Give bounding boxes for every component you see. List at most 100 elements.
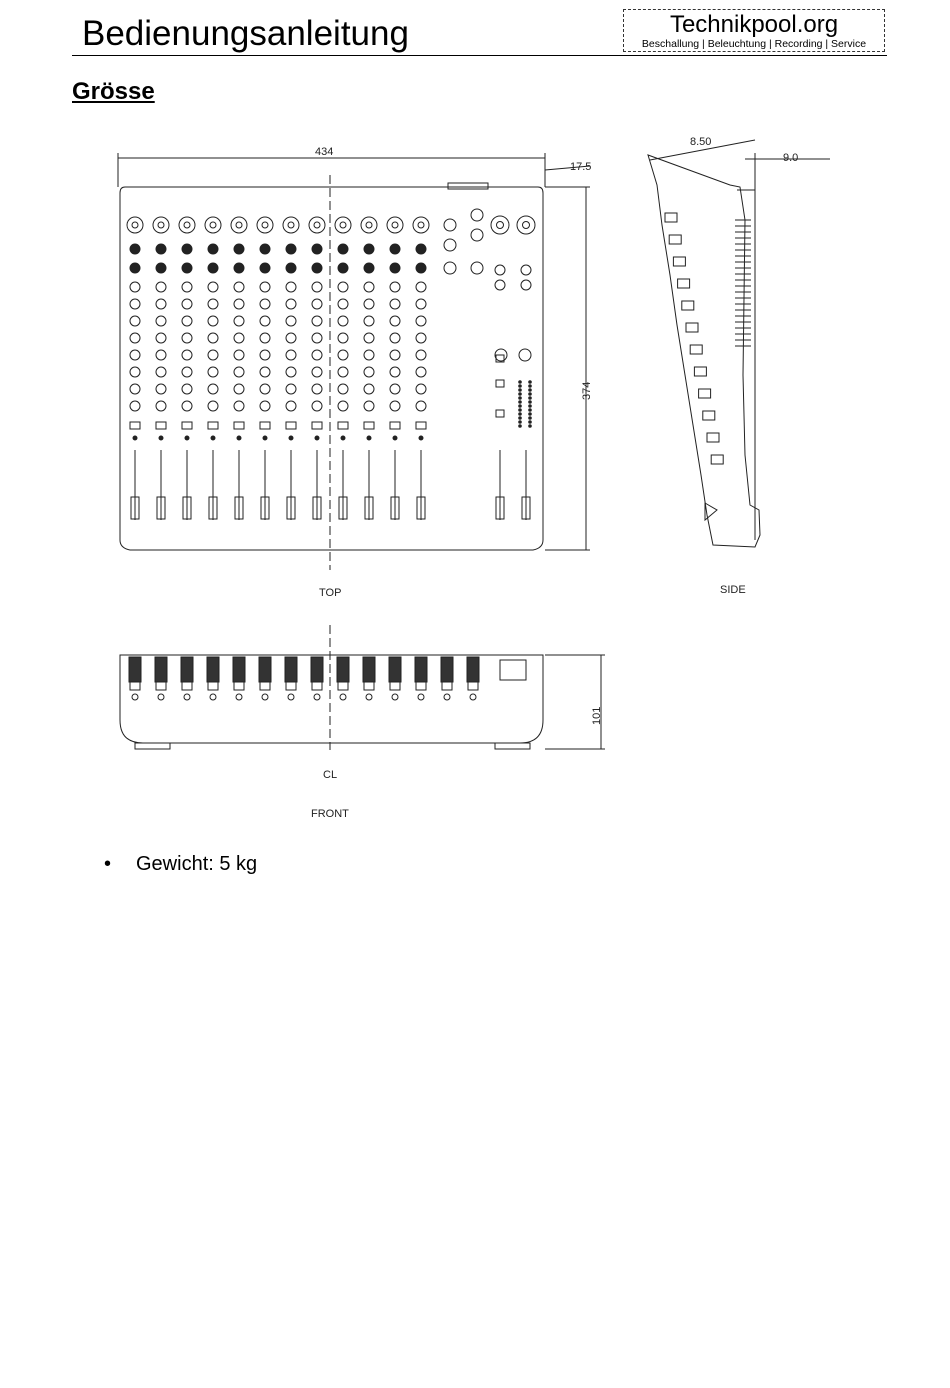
meter-led-icon [528,392,532,396]
knob-icon [363,315,375,327]
fader-cap-icon [286,496,296,520]
button-icon [233,421,245,430]
xlr-pin-icon [287,221,295,229]
jack-input-icon [181,243,193,255]
led-icon [132,435,138,441]
knob-icon [207,366,219,378]
xlr-input-icon [334,216,352,234]
front-knob-icon [466,656,480,683]
xlr-input-icon [230,216,248,234]
meter-led-icon [528,412,532,416]
side-knob-icon [702,410,716,421]
meter-led-icon [528,416,532,420]
jack-input-icon [155,243,167,255]
meter-led-icon [528,380,532,384]
meter-led-icon [518,384,522,388]
front-knob-icon [232,656,246,683]
front-knob-icon [128,656,142,683]
meter-led-icon [518,400,522,404]
knob-icon [129,315,141,327]
front-button-icon [415,681,427,691]
led-icon [236,435,242,441]
xlr-pin-icon [235,221,243,229]
meter-led-icon [518,380,522,384]
front-led-icon [235,693,243,701]
knob-icon [181,366,193,378]
front-led-icon [391,693,399,701]
knob-icon [259,298,271,310]
xlr-pin-icon [261,221,269,229]
knob-icon [363,366,375,378]
front-led-icon [417,693,425,701]
knob-icon [155,366,167,378]
knob-icon [415,315,427,327]
jack-input-icon [207,262,219,274]
button-icon [311,421,323,430]
jack-input-icon [415,243,427,255]
jack-input-icon [337,243,349,255]
knob-icon [389,383,401,395]
rca-jack-icon [520,264,532,276]
knob-icon [207,298,219,310]
xlr-pin-icon [365,221,373,229]
side-knob-icon [672,256,686,267]
button-icon [259,421,271,430]
knob-icon [311,315,323,327]
front-button-icon [233,681,245,691]
knob-icon [233,400,245,412]
main-out-xlr-icon [490,215,510,235]
document-title: Bedienungsanleitung [82,14,409,53]
front-button-icon [285,681,297,691]
knob-icon [181,281,193,293]
side-knob-icon [689,344,703,355]
master-button-icon [495,379,505,388]
fader-cap-icon [130,496,140,520]
side-knob-icon [685,322,699,333]
rca-jack-icon [494,279,506,291]
top-view [117,153,591,570]
knob-icon [285,298,297,310]
knob-icon [259,332,271,344]
fader-cap-icon [208,496,218,520]
section-heading: Grösse [72,78,155,105]
knob-icon [207,400,219,412]
knob-icon [207,315,219,327]
knob-icon [233,366,245,378]
front-led-icon [261,693,269,701]
knob-icon [363,383,375,395]
fader-cap-icon [234,496,244,520]
jack-input-icon [285,243,297,255]
knob-icon [233,332,245,344]
knob-icon [311,349,323,361]
knob-icon [389,298,401,310]
xlr-input-icon [126,216,144,234]
side-view-label: SIDE [720,584,746,596]
knob-icon [129,281,141,293]
xlr-pin-icon [522,221,530,229]
button-icon [363,421,375,430]
meter-led-icon [518,392,522,396]
led-icon [158,435,164,441]
bullet-icon: • [104,853,112,875]
knob-icon [155,298,167,310]
front-button-icon [311,681,323,691]
fader-cap-icon [182,496,192,520]
meter-led-icon [518,424,522,428]
knob-icon [259,281,271,293]
side-vents [735,219,751,347]
jack-input-icon [363,243,375,255]
button-icon [389,421,401,430]
knob-icon [363,400,375,412]
fader-cap-icon [364,496,374,520]
meter-led-icon [528,424,532,428]
front-led-icon [131,693,139,701]
button-icon [155,421,167,430]
xlr-input-icon [152,216,170,234]
knob-icon [363,281,375,293]
knob-icon [337,383,349,395]
front-button-icon [467,681,479,691]
knob-icon [181,383,193,395]
jack-input-icon [259,243,271,255]
front-led-icon [157,693,165,701]
led-icon [288,435,294,441]
